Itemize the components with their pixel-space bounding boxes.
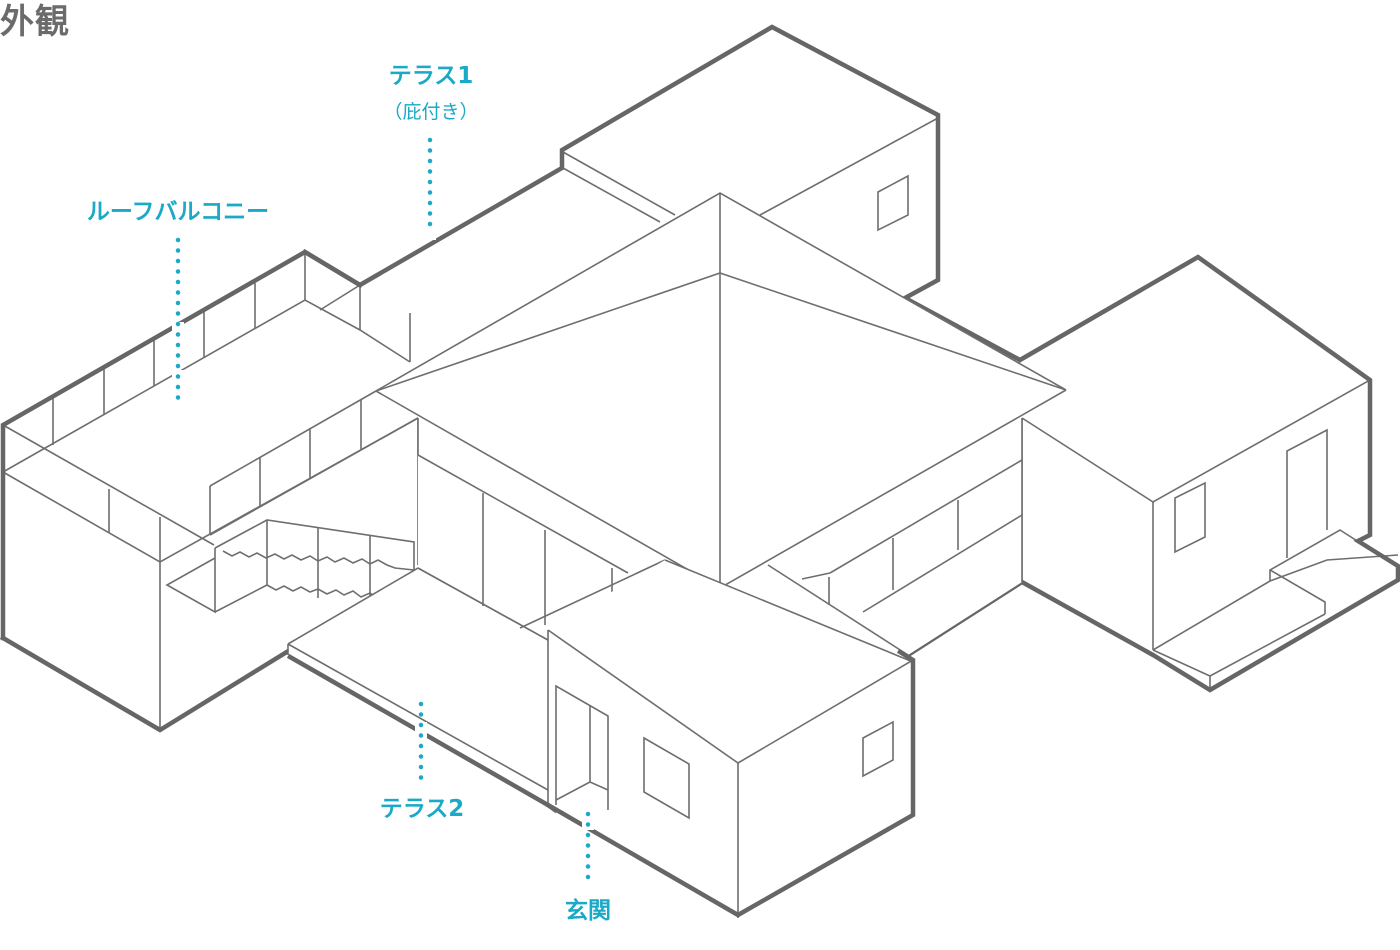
terrace-1-note: （庇付き） [383,101,479,123]
terrace-2-label: テラス2 [379,796,465,822]
entrance-block [544,559,916,918]
page-title: 外観 [0,2,70,42]
terrace-1-eave-edge [301,248,364,289]
terrace-1-label: テラス1 [388,63,474,89]
callout-leaders [172,137,594,883]
back-annex-block [356,23,1024,364]
entrance-label: 玄関 [565,898,611,924]
central-hall-block [375,192,1067,656]
right-wing-block [904,254,1400,693]
roof-balcony-label: ルーフバルコニー [86,199,270,225]
